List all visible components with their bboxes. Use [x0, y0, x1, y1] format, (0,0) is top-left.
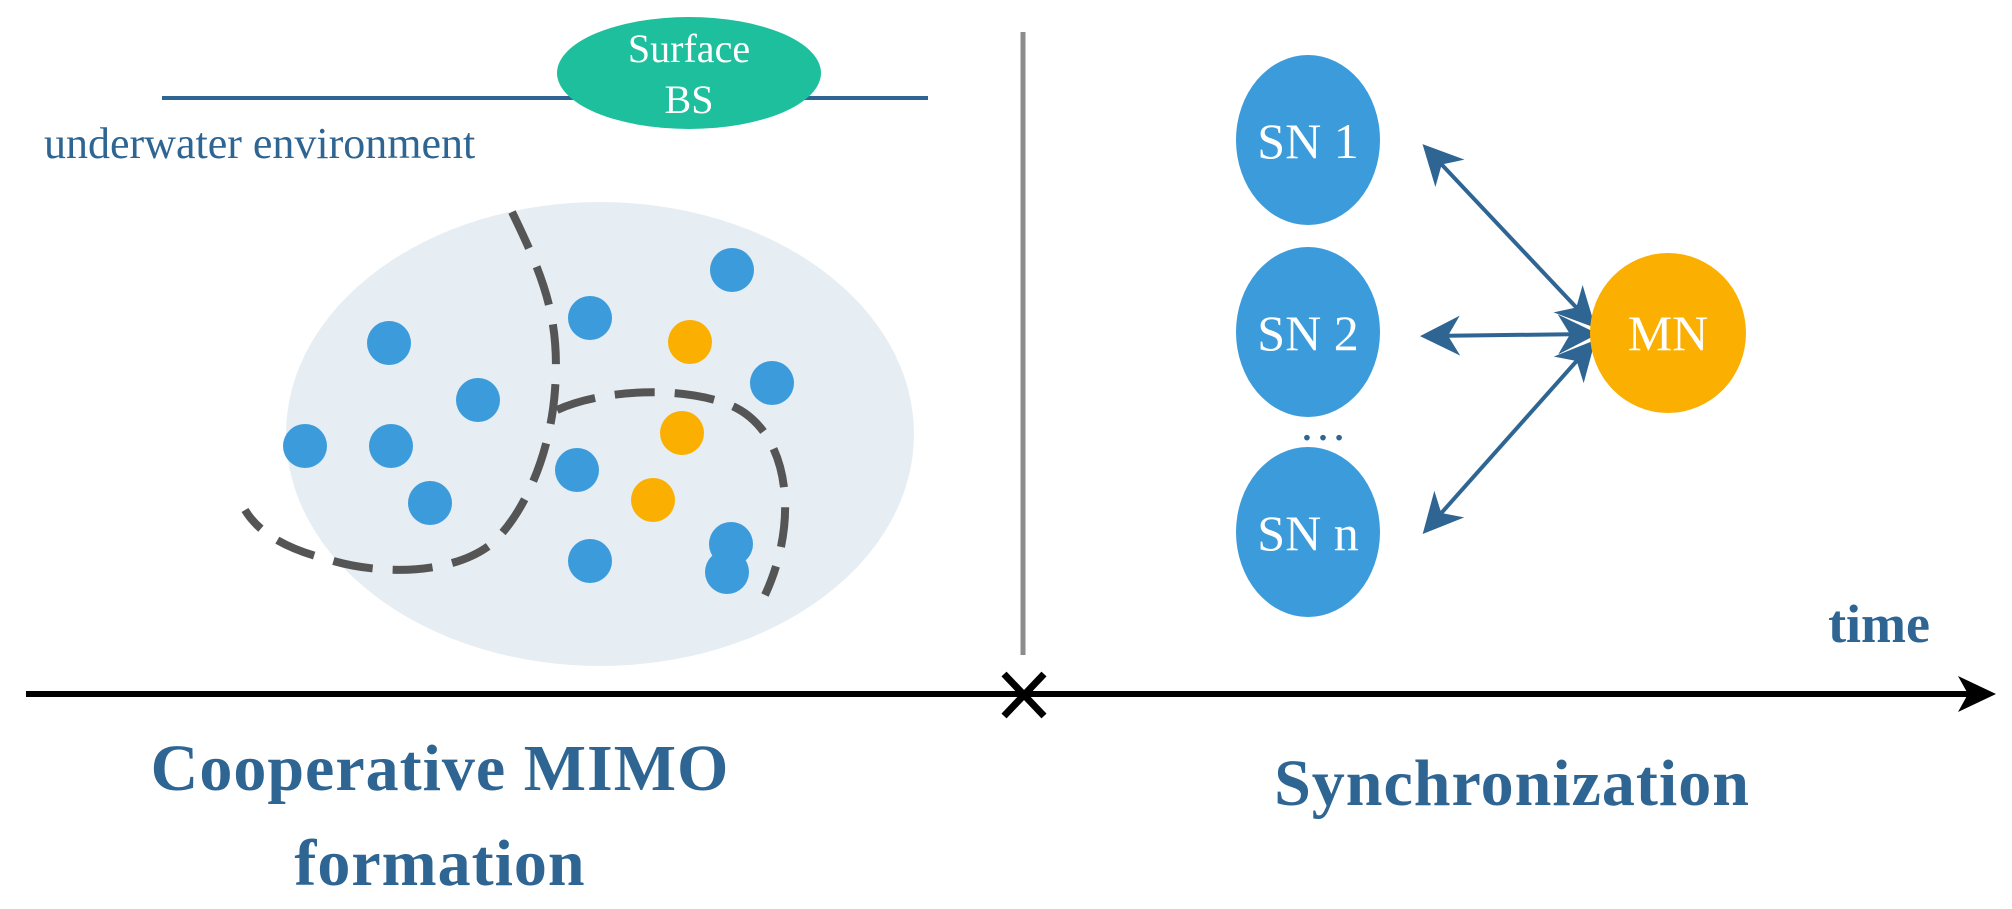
cluster-sensor-node [283, 424, 327, 468]
cluster-sensor-node [367, 321, 411, 365]
sensor-node-label: SN 1 [1257, 113, 1358, 169]
surface-bs-ellipse [557, 17, 821, 129]
cluster-boundary-1 [241, 210, 560, 574]
environment-label: underwater environment [44, 119, 475, 168]
cluster-master-node [668, 320, 712, 364]
cluster-region [286, 202, 914, 666]
cluster-master-node [631, 478, 675, 522]
link-arrow-snn [1422, 340, 1596, 534]
sensor-node-snn: SN n [1236, 447, 1380, 617]
sensor-node-shape [1236, 55, 1380, 225]
sensor-node-sn1: SN 1 [1236, 55, 1380, 225]
ellipsis-label: … [1299, 398, 1347, 451]
sensor-node-sn2: SN 2 [1236, 247, 1380, 417]
cluster-sensor-node [568, 539, 612, 583]
master-node-shape [1590, 253, 1746, 413]
surface-bs-label-line2: BS [665, 77, 714, 122]
cluster-sensor-node [555, 448, 599, 492]
phase-title-formation-line1: Cooperative MIMO [151, 732, 730, 805]
master-node-mn: MN [1590, 253, 1746, 413]
cluster-nodes [283, 248, 794, 594]
link-arrow-sn1 [1422, 144, 1596, 328]
phase-title-formation-line2: formation [294, 827, 585, 900]
cluster-sensor-node [710, 248, 754, 292]
cluster-sensor-node [456, 378, 500, 422]
sensor-node-shape [1236, 447, 1380, 617]
sensor-node-shape [1236, 247, 1380, 417]
phase-title-synchronization: Synchronization [1274, 747, 1750, 820]
surface-bs-label-line1: Surface [628, 26, 750, 71]
sensor-node-label: SN 2 [1257, 305, 1358, 361]
time-axis-label: time [1828, 594, 1930, 654]
cluster-sensor-node [705, 550, 749, 594]
master-node-label: MN [1628, 305, 1709, 361]
cluster-sensor-node [408, 481, 452, 525]
cluster-boundary-2 [555, 388, 790, 597]
surface-bs-node: Surface BS [557, 17, 821, 129]
cluster-master-node [660, 411, 704, 455]
cluster-sensor-node [750, 361, 794, 405]
cluster-sensor-node [568, 296, 612, 340]
link-arrow-sn2 [1420, 314, 1598, 356]
cross-icon [1001, 671, 1047, 719]
cluster-sensor-node [369, 424, 413, 468]
time-axis-arrowhead [1958, 676, 1996, 712]
sensor-node-label: SN n [1257, 505, 1358, 561]
